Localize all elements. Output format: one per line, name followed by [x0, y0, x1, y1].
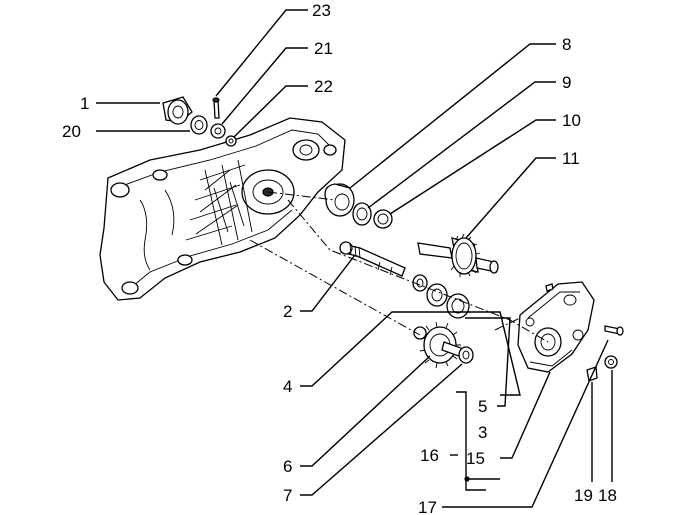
part-8-bearing	[324, 183, 355, 217]
part-18-washer	[604, 355, 618, 369]
part-9-seal	[352, 202, 372, 226]
part-2-shaft	[339, 241, 406, 277]
callout-1: 1	[80, 94, 89, 113]
callout-19: 19	[574, 486, 593, 505]
part-5-bearing	[446, 293, 470, 319]
assembly-axes	[249, 191, 549, 343]
part-15-gearbox-cover	[517, 281, 595, 373]
callout-23: 23	[312, 1, 331, 20]
callout-3: 3	[478, 423, 487, 442]
callout-11: 11	[562, 149, 580, 168]
callout-6: 6	[283, 457, 292, 476]
part-4-washer	[412, 274, 428, 292]
callout-2: 2	[283, 302, 292, 321]
callout-8: 8	[562, 35, 571, 54]
part-16-screw	[545, 283, 624, 336]
callout-18: 18	[598, 486, 617, 505]
part-21-washer	[210, 123, 226, 139]
callout-9: 9	[562, 73, 571, 92]
part-10-ring	[373, 209, 393, 229]
callout-10: 10	[562, 111, 581, 130]
leader-lines	[96, 9, 613, 508]
part-22-washer	[225, 135, 237, 147]
callout-17: 16	[420, 446, 439, 465]
part-23-pin	[212, 97, 220, 119]
callout-22: 22	[314, 77, 333, 96]
callout-5: 5	[478, 397, 487, 416]
callout-7: 7	[283, 486, 292, 505]
part-3-bearing	[426, 283, 448, 307]
part-7-bush	[458, 346, 474, 364]
callout-21: 21	[314, 39, 333, 58]
callout-labels: 1 20 23 21 22 8 9 10 11 2 4 5 3 16 15 6 …	[62, 1, 617, 515]
callout-20: 20	[62, 122, 81, 141]
part-20-bushing	[190, 115, 208, 135]
crankcase-housing	[99, 117, 346, 301]
callout-4: 4	[283, 377, 292, 396]
part-11-gear-shaft	[417, 233, 499, 277]
callout-15: 15	[466, 449, 485, 468]
part-1-cap	[162, 96, 193, 125]
callout-16: 17	[418, 498, 437, 515]
